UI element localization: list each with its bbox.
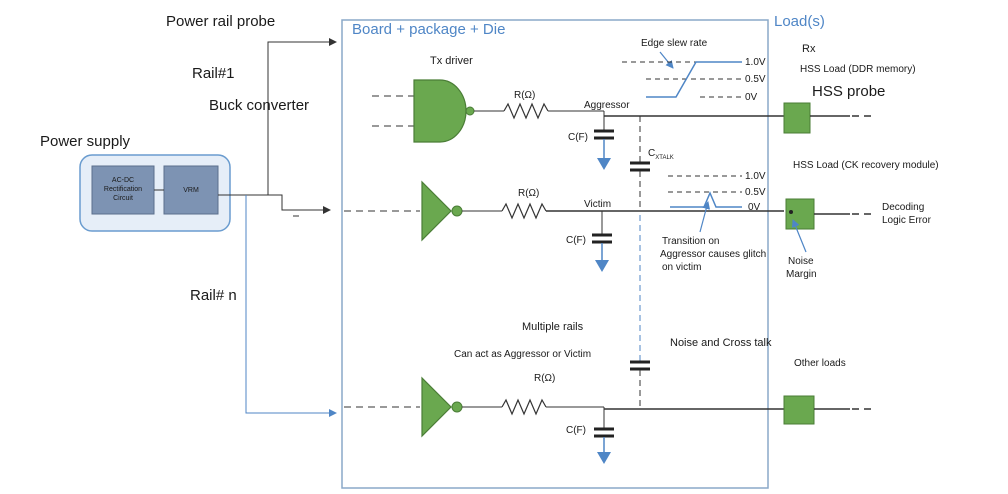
ac-dc-label-1: AC-DC [112, 177, 134, 184]
board-boundary [341, 19, 769, 489]
victim-ground-arrow [595, 260, 609, 272]
hss-probe-label: HSS probe [812, 83, 885, 100]
rail-n-resistor [501, 398, 547, 416]
noise-margin-dot [789, 210, 793, 214]
ac-dc-label-2: Rectification [104, 186, 142, 193]
power-rail-probe-label: Power rail probe [166, 13, 275, 30]
victim-gate-bubble [451, 205, 463, 217]
noise-margin-label-1: Noise [788, 256, 814, 267]
aggressor-ground-arrow [597, 158, 611, 170]
rail-n-label: Rail# n [190, 287, 237, 304]
aggressor-label: Aggressor [584, 100, 630, 111]
transition-label-2: Aggressor causes glitch [660, 249, 766, 260]
cxtalk-label: CXTALK [648, 148, 674, 161]
rail-n-cap-label: C(F) [566, 425, 586, 436]
ck-recovery-load [785, 198, 815, 230]
rail-2-wire [268, 194, 331, 214]
tx-driver-label: Tx driver [430, 55, 473, 67]
slew-pointer [659, 51, 674, 69]
noise-margin-label-2: Margin [786, 269, 817, 280]
cxtalk-main: C [648, 148, 655, 159]
other-load-box [783, 395, 815, 425]
glitch-1v-label: 1.0V [745, 171, 766, 182]
decoding-label-1: Decoding [882, 202, 924, 213]
slew-05v-label: 0.5V [745, 74, 766, 85]
hss-load-ddr-label: HSS Load (DDR memory) [800, 64, 916, 75]
vrm-label: VRM [183, 187, 199, 194]
rail-n-buffer-gate [421, 376, 452, 438]
aggressor-cap-label: C(F) [568, 132, 588, 143]
victim-resistor-label: R(Ω) [518, 188, 539, 199]
noise-margin-pointer [791, 219, 807, 253]
power-supply-label: Power supply [40, 133, 131, 150]
ac-dc-label-3: Circuit [113, 195, 133, 202]
board-title: Board + package + Die [352, 21, 505, 38]
victim-label: Victim [584, 199, 611, 210]
victim-resistor [501, 202, 547, 220]
slew-waveform [646, 61, 742, 98]
ac-dc-module [91, 165, 155, 215]
rail-1-wire [267, 38, 337, 195]
decoding-label-2: Logic Error [882, 215, 932, 226]
rail-n-ground-arrow [597, 452, 611, 464]
glitch-05v-label: 0.5V [745, 187, 766, 198]
buck-converter-label: Buck converter [209, 97, 309, 114]
multiple-rails-label: Multiple rails [522, 321, 584, 333]
aggressor-resistor-label: R(Ω) [514, 90, 535, 101]
transition-label-3: on victim [662, 262, 701, 273]
cxtalk-sub: XTALK [655, 155, 674, 161]
rail-n-wire [245, 195, 337, 417]
loads-title: Load(s) [774, 13, 825, 30]
victim-buffer-gate [421, 180, 452, 242]
slew-1v-label: 1.0V [745, 57, 766, 68]
glitch-0v-label: 0V [748, 202, 761, 213]
transition-label-1: Transition on [662, 236, 719, 247]
hss-load-ck-label: HSS Load (CK recovery module) [793, 160, 939, 171]
edge-slew-rate-label: Edge slew rate [641, 38, 708, 49]
rail-n-gate-bubble [451, 401, 463, 413]
noise-crosstalk-label: Noise and Cross talk [670, 337, 772, 349]
glitch-pointer [699, 201, 711, 233]
vrm-module [163, 165, 219, 215]
slew-0v-label: 0V [745, 92, 758, 103]
aggressor-nand-gate [413, 79, 467, 143]
glitch-waveform [670, 191, 742, 208]
aggressor-gate-bubble [465, 106, 475, 116]
rail-n-resistor-label: R(Ω) [534, 373, 555, 384]
can-act-label: Can act as Aggressor or Victim [454, 349, 591, 360]
aggressor-resistor [503, 102, 549, 120]
other-loads-label: Other loads [794, 358, 846, 369]
hss-probe-load [783, 102, 811, 134]
rx-label: Rx [802, 43, 816, 55]
victim-cap-label: C(F) [566, 235, 586, 246]
rail-1-label: Rail#1 [192, 65, 235, 82]
